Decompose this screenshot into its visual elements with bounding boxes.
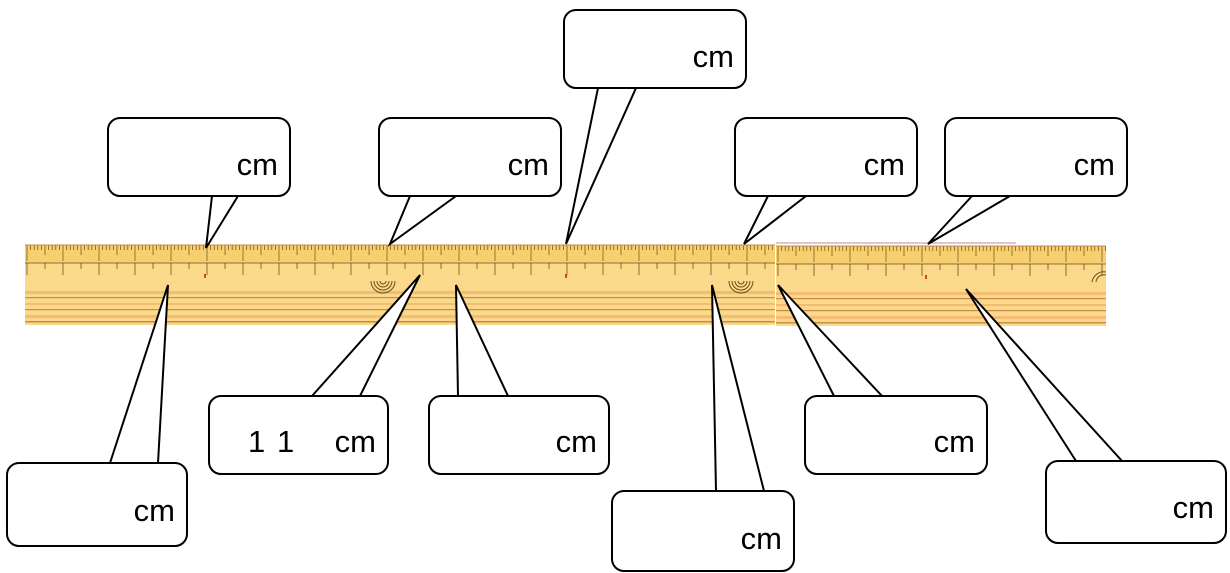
ruler-stripe	[776, 322, 1106, 324]
ruler-red-mark	[925, 275, 927, 279]
ruler-emblem	[370, 280, 754, 294]
callout-top-1: cm	[107, 117, 291, 197]
callout-value: 11	[248, 424, 308, 459]
ruler-stripe	[776, 304, 1106, 306]
callout-unit: cm	[934, 424, 975, 459]
callout-unit: cm	[134, 493, 175, 528]
callout-unit: cm	[237, 147, 278, 182]
ruler-stripe	[776, 316, 1106, 319]
ruler-stripe	[776, 310, 1106, 312]
ruler-stripe	[25, 321, 775, 323]
callout-bottom-1: cm	[6, 462, 188, 547]
ruler-tick-band	[25, 245, 775, 263]
callout-unit: cm	[741, 521, 782, 556]
callout-unit: cm	[1074, 147, 1115, 182]
callout-unit: cm	[1173, 490, 1214, 525]
ruler-red-mark	[565, 274, 567, 278]
callout-pointers	[108, 87, 1125, 492]
callout-unit: cm	[508, 147, 549, 182]
ruler-tick-band	[776, 246, 1106, 264]
callout-top-4: cm	[734, 117, 918, 197]
callout-bottom-3: cm	[428, 395, 610, 475]
callout-unit: cm	[335, 424, 376, 459]
ruler-ticks	[25, 245, 775, 275]
callout-bottom-6: cm	[1045, 460, 1227, 544]
ruler-red-mark	[204, 274, 206, 278]
ruler-stripe	[776, 298, 1106, 300]
ruler-emblem	[1091, 271, 1107, 283]
ruler-segment-right	[776, 242, 1107, 326]
callout-bottom-4: cm	[611, 490, 795, 572]
callout-unit: cm	[864, 147, 905, 182]
callout-top-3: cm	[563, 9, 747, 89]
ruler-stripe	[776, 292, 1106, 295]
callout-unit: cm	[556, 424, 597, 459]
ruler-ticks	[776, 246, 1106, 276]
callout-unit: cm	[693, 39, 734, 74]
ruler-stripe	[25, 291, 775, 294]
ruler-stripes	[776, 245, 1106, 324]
callout-top-5: cm	[944, 117, 1128, 197]
callout-top-2: cm	[378, 117, 562, 197]
callout-bottom-2: 11 cm	[208, 395, 389, 475]
callout-bottom-5: cm	[804, 395, 988, 475]
